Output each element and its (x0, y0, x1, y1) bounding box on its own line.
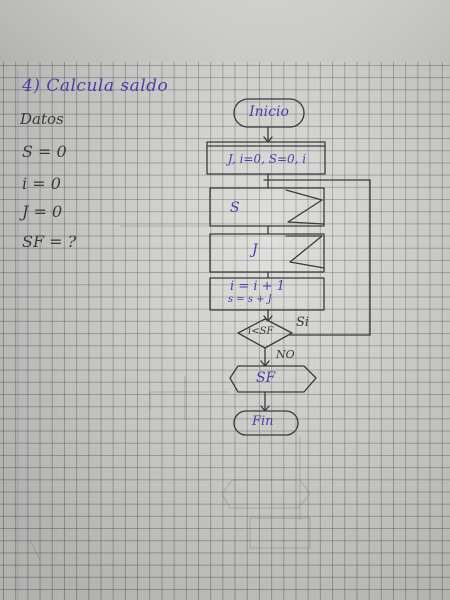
start-terminal (233, 98, 305, 128)
page-title: 4) Calcula saldo (22, 76, 169, 96)
data-item-s: S = 0 (22, 142, 67, 161)
read-j-label: J (252, 242, 258, 258)
process-label-1: i = i + 1 (230, 279, 285, 294)
show-through-marks (29, 225, 311, 561)
process-box (209, 277, 325, 311)
init-box (206, 141, 326, 175)
init-label: J, i=0, S=0, i (227, 152, 307, 166)
data-item-j: J = 0 (22, 202, 63, 221)
process-label-2: s = s + J (228, 294, 272, 305)
paper-top-strip (0, 0, 450, 62)
data-section-heading: Datos (20, 110, 64, 128)
start-label: Inicio (249, 104, 289, 120)
read-s-zigzag (285, 189, 325, 225)
data-item-sf: SF = ? (22, 232, 77, 251)
no-branch-label: NO (276, 348, 295, 361)
end-terminal (233, 410, 299, 436)
read-s-box (209, 187, 325, 227)
read-j-box (209, 233, 325, 273)
read-s-label: S (230, 200, 240, 216)
end-label: Fin (252, 414, 274, 429)
decision-label: i<SF (248, 326, 274, 337)
data-item-i: i = 0 (22, 174, 61, 193)
output-label: SF (256, 370, 276, 386)
output-shape (229, 365, 317, 393)
read-j-zigzag (285, 235, 325, 269)
yes-branch-label: Si (296, 315, 310, 330)
